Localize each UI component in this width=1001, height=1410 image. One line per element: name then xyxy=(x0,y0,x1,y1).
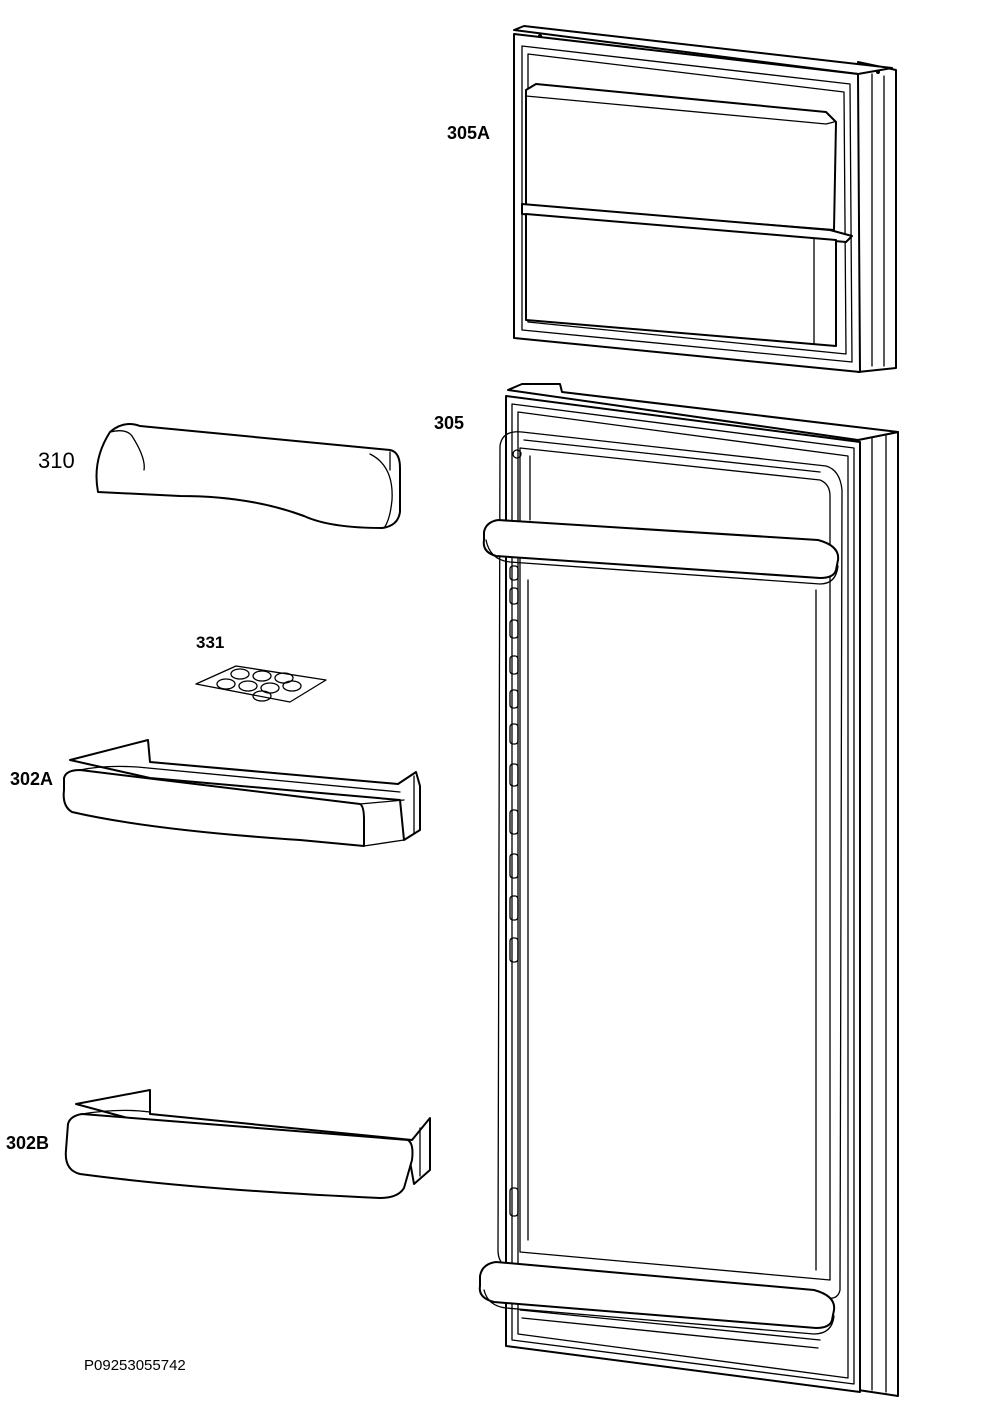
document-id: P09253055742 xyxy=(84,1357,186,1374)
door-shelf-302b xyxy=(64,1089,431,1199)
label-302b: 302B xyxy=(6,1133,50,1153)
label-302a: 302A xyxy=(10,769,54,789)
freezer-door-305a xyxy=(513,25,897,373)
label-331: 331 xyxy=(196,633,225,652)
label-310: 310 xyxy=(38,448,75,473)
label-305a: 305A xyxy=(447,123,491,143)
egg-tray-331 xyxy=(195,665,327,703)
shelf-slots xyxy=(509,565,519,1217)
fridge-door-305 xyxy=(478,383,899,1397)
dairy-cover-310 xyxy=(95,423,401,529)
label-305: 305 xyxy=(434,413,465,433)
door-shelf-302a xyxy=(62,739,421,847)
